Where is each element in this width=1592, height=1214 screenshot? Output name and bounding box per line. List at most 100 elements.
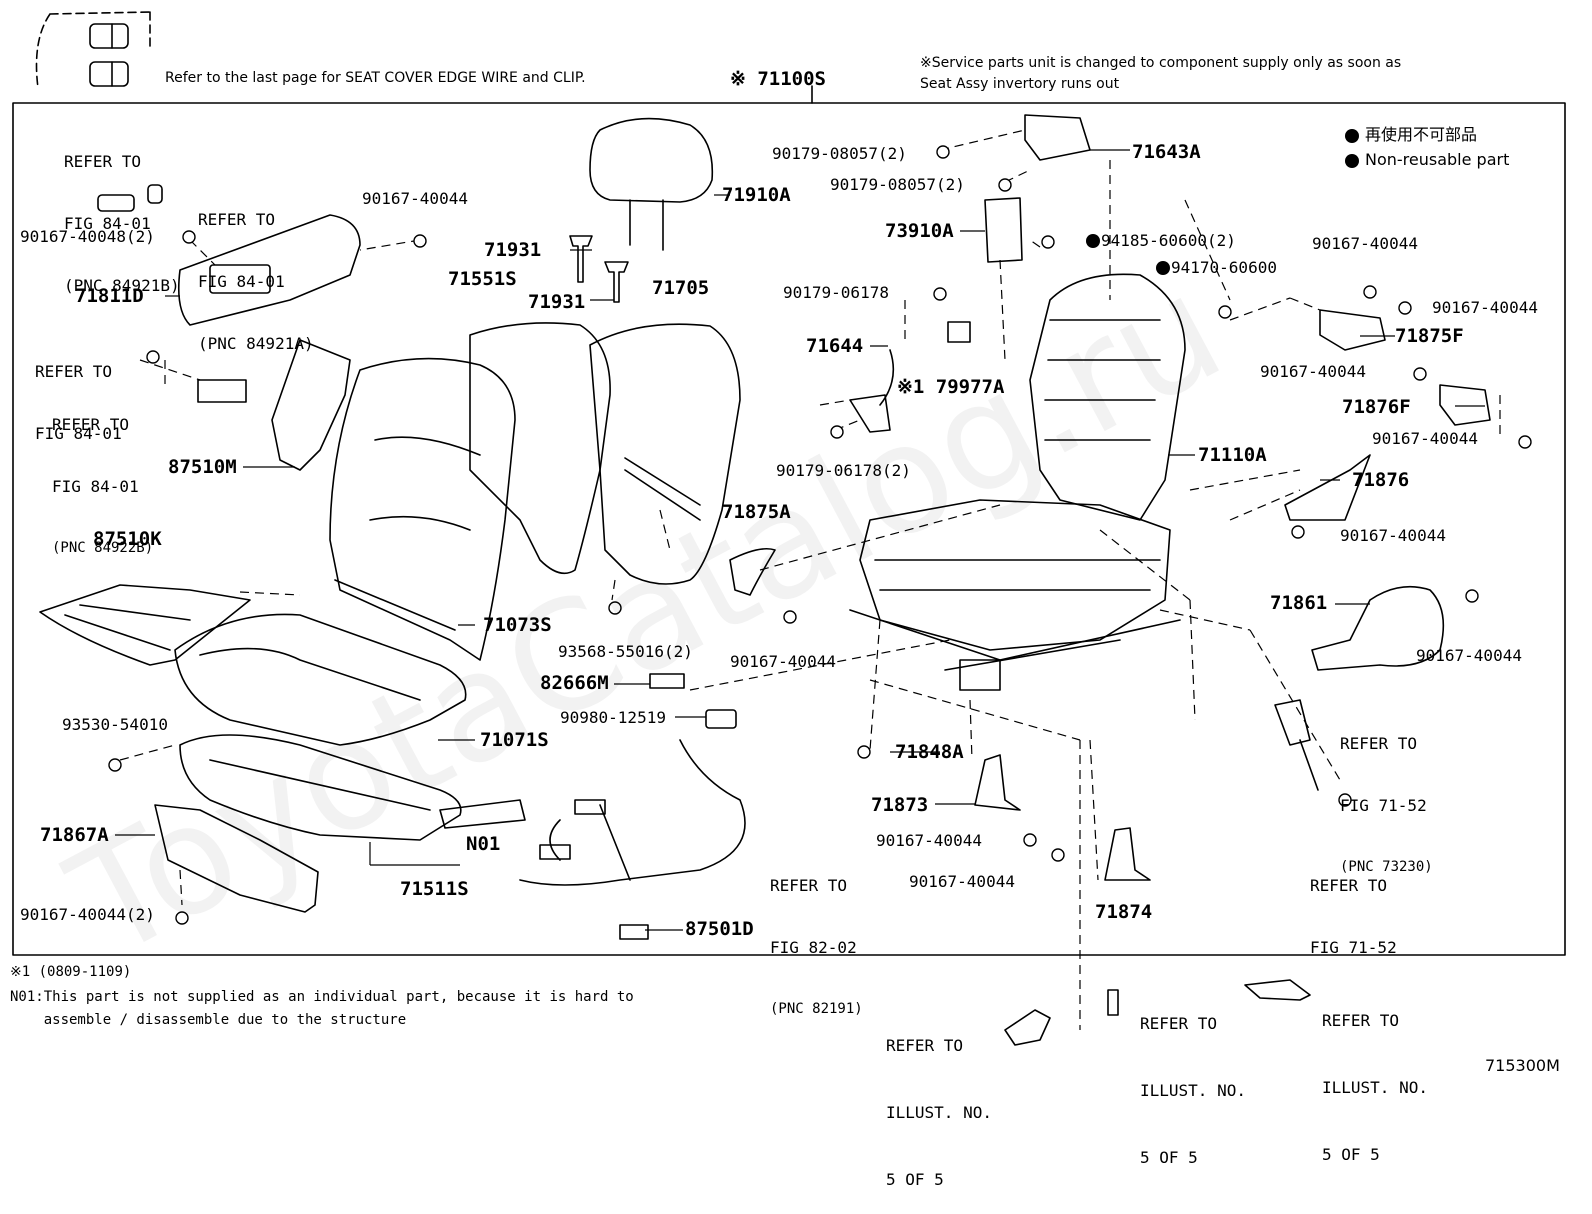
service-note-2: Seat Assy invertory runs out	[920, 76, 1120, 92]
refer-line: (PNC 84921B)	[64, 276, 180, 296]
part-71643A[interactable]: 71643A	[1132, 141, 1201, 163]
clip-icon	[89, 61, 129, 87]
footnote-3: assemble / disassemble due to the struct…	[10, 1012, 407, 1028]
part-71110A[interactable]: 71110A	[1198, 444, 1267, 466]
bolt-icon	[1518, 435, 1532, 449]
bolt-icon	[783, 610, 797, 624]
part-71874[interactable]: 71874	[1095, 901, 1153, 923]
refer-block-7[interactable]: REFER TO FIG 71-52	[1310, 834, 1397, 980]
part-87510M[interactable]: 87510M	[168, 456, 237, 478]
part-71511S[interactable]: 71511S	[400, 878, 469, 900]
bolt-icon	[857, 745, 871, 759]
part-71876F[interactable]: 71876F	[1342, 396, 1411, 418]
bolt-label[interactable]: 93568-55016(2)	[558, 642, 693, 661]
part-87510K[interactable]: 87510K	[93, 528, 162, 550]
part-73910A[interactable]: 73910A	[885, 220, 954, 242]
part-71071S[interactable]: 71071S	[480, 729, 549, 751]
part-71811D[interactable]: 71811D	[75, 285, 144, 307]
part-71931[interactable]: 71931	[484, 239, 542, 261]
bolt-label[interactable]: 90167-40044	[909, 872, 1015, 891]
legend-en: Non-reusable part	[1365, 150, 1510, 169]
part-71876[interactable]: 71876	[1352, 469, 1410, 491]
bolt-label[interactable]: 93530-54010	[62, 715, 168, 734]
back-board	[271, 339, 351, 471]
seat-rail	[849, 609, 1181, 661]
bolt-icon	[1051, 848, 1065, 862]
refer-line: REFER TO	[1322, 1010, 1400, 1030]
refer-block-10[interactable]: REFER TO ILLUST. NO. 5 OF 5	[1322, 965, 1428, 1189]
screw-bottom	[1107, 989, 1119, 1016]
part-71848A[interactable]: 71848A	[895, 741, 964, 763]
bolt-label[interactable]: 90167-40044	[362, 189, 468, 208]
bolt-icon	[108, 758, 122, 772]
switch-knob	[97, 194, 135, 212]
seat-belt-buckle	[1274, 699, 1311, 746]
refer-line: (PNC 73230)	[1340, 859, 1433, 876]
bolt-label[interactable]: 90167-40048(2)	[20, 227, 155, 246]
bolt-label[interactable]: 90167-40044	[1340, 526, 1446, 545]
refer-block-1[interactable]: REFER TO FIG 84-01 (PNC 84921B)	[64, 110, 180, 318]
bracket-71875A	[729, 547, 776, 596]
bolt-label[interactable]: 90980-12519	[560, 708, 666, 727]
part-71551S[interactable]: 71551S	[448, 268, 517, 290]
part-71873[interactable]: 71873	[871, 794, 929, 816]
refer-line: FIG 82-02	[770, 937, 857, 957]
clip-note: Refer to the last page for SEAT COVER ED…	[165, 70, 586, 86]
refer-block-9[interactable]: REFER TO ILLUST. NO. 5 OF 5	[1140, 968, 1246, 1192]
part-71867A[interactable]: 71867A	[40, 824, 109, 846]
part-N01[interactable]: N01	[466, 833, 501, 855]
bolt-label[interactable]: 90167-40044	[1260, 362, 1366, 381]
part-71875A[interactable]: 71875A	[722, 501, 791, 523]
footnote-1: ※1 (0809-1109)	[10, 964, 132, 980]
refer-line: REFER TO	[1310, 875, 1388, 895]
part-71705[interactable]: 71705	[652, 277, 710, 299]
refer-line: REFER TO	[198, 209, 276, 229]
bolt-label[interactable]: 90167-40044	[1416, 646, 1522, 665]
refer-block-4[interactable]: REFER TO FIG 84-01 (PNC 84922B)	[52, 373, 153, 578]
part-71644[interactable]: 71644	[806, 335, 864, 357]
upper-bracket	[1024, 114, 1091, 161]
bolt-label[interactable]: 90167-40044	[730, 652, 836, 671]
refer-line: FIG 84-01	[64, 213, 151, 233]
refer-line: REFER TO	[64, 151, 142, 171]
bolt-icon	[1338, 793, 1352, 807]
part-71073S[interactable]: 71073S	[483, 614, 552, 636]
refer-block-6[interactable]: REFER TO FIG 71-52 (PNC 73230)	[1340, 692, 1433, 897]
seatback-cover	[589, 323, 741, 585]
refer-line: FIG 71-52	[1310, 937, 1397, 957]
bolt-label[interactable]: 90167-40044	[876, 831, 982, 850]
bolt-icon	[1291, 525, 1305, 539]
refer-line: REFER TO	[886, 1035, 964, 1055]
bolt-label[interactable]: 90179-08057(2)	[772, 144, 907, 163]
bolt-label[interactable]: 90167-40044	[1372, 429, 1478, 448]
refer-line: (PNC 82191)	[770, 1001, 863, 1018]
bolt-label[interactable]: 90179-06178	[783, 283, 889, 302]
part-87501D[interactable]: 87501D	[685, 918, 754, 940]
bolt-label[interactable]: 90179-08057(2)	[830, 175, 965, 194]
bolt-label[interactable]: 90167-40044	[1432, 298, 1538, 317]
refer-block-8[interactable]: REFER TO ILLUST. NO. 5 OF 5	[886, 990, 992, 1214]
refer-part-1	[1004, 1009, 1051, 1046]
refer-line: 5 OF 5	[1322, 1145, 1380, 1165]
refer-block-2[interactable]: REFER TO FIG 84-01 (PNC 84921A)	[198, 168, 314, 376]
bolt-icon	[1218, 305, 1232, 319]
bolt-label[interactable]: 90167-40044(2)	[20, 905, 155, 924]
bolt-label[interactable]: 94170-60600	[1171, 258, 1277, 277]
seat-sensor	[849, 394, 891, 433]
non-reusable-dot-icon	[1086, 234, 1100, 248]
edge-wire-icon	[89, 23, 129, 49]
part-71875F[interactable]: 71875F	[1395, 325, 1464, 347]
part-71910A[interactable]: 71910A	[722, 184, 791, 206]
part-82666M[interactable]: 82666M	[540, 672, 609, 694]
refer-block-5[interactable]: REFER TO FIG 82-02 (PNC 82191)	[770, 834, 863, 1039]
label-sheet	[947, 321, 971, 343]
part-79977A[interactable]: ※1 79977A	[897, 376, 1005, 398]
bolt-icon	[175, 911, 189, 925]
part-71861[interactable]: 71861	[1270, 592, 1328, 614]
bolt-label[interactable]: 90167-40044	[1312, 234, 1418, 253]
part-71931[interactable]: 71931	[528, 291, 586, 313]
bolt-label[interactable]: 90179-06178(2)	[776, 461, 911, 480]
refer-line: 5 OF 5	[886, 1170, 944, 1190]
bolt-label[interactable]: 94185-60600(2)	[1101, 231, 1236, 250]
refer-block-3[interactable]: REFER TO FIG 84-01	[35, 320, 122, 466]
